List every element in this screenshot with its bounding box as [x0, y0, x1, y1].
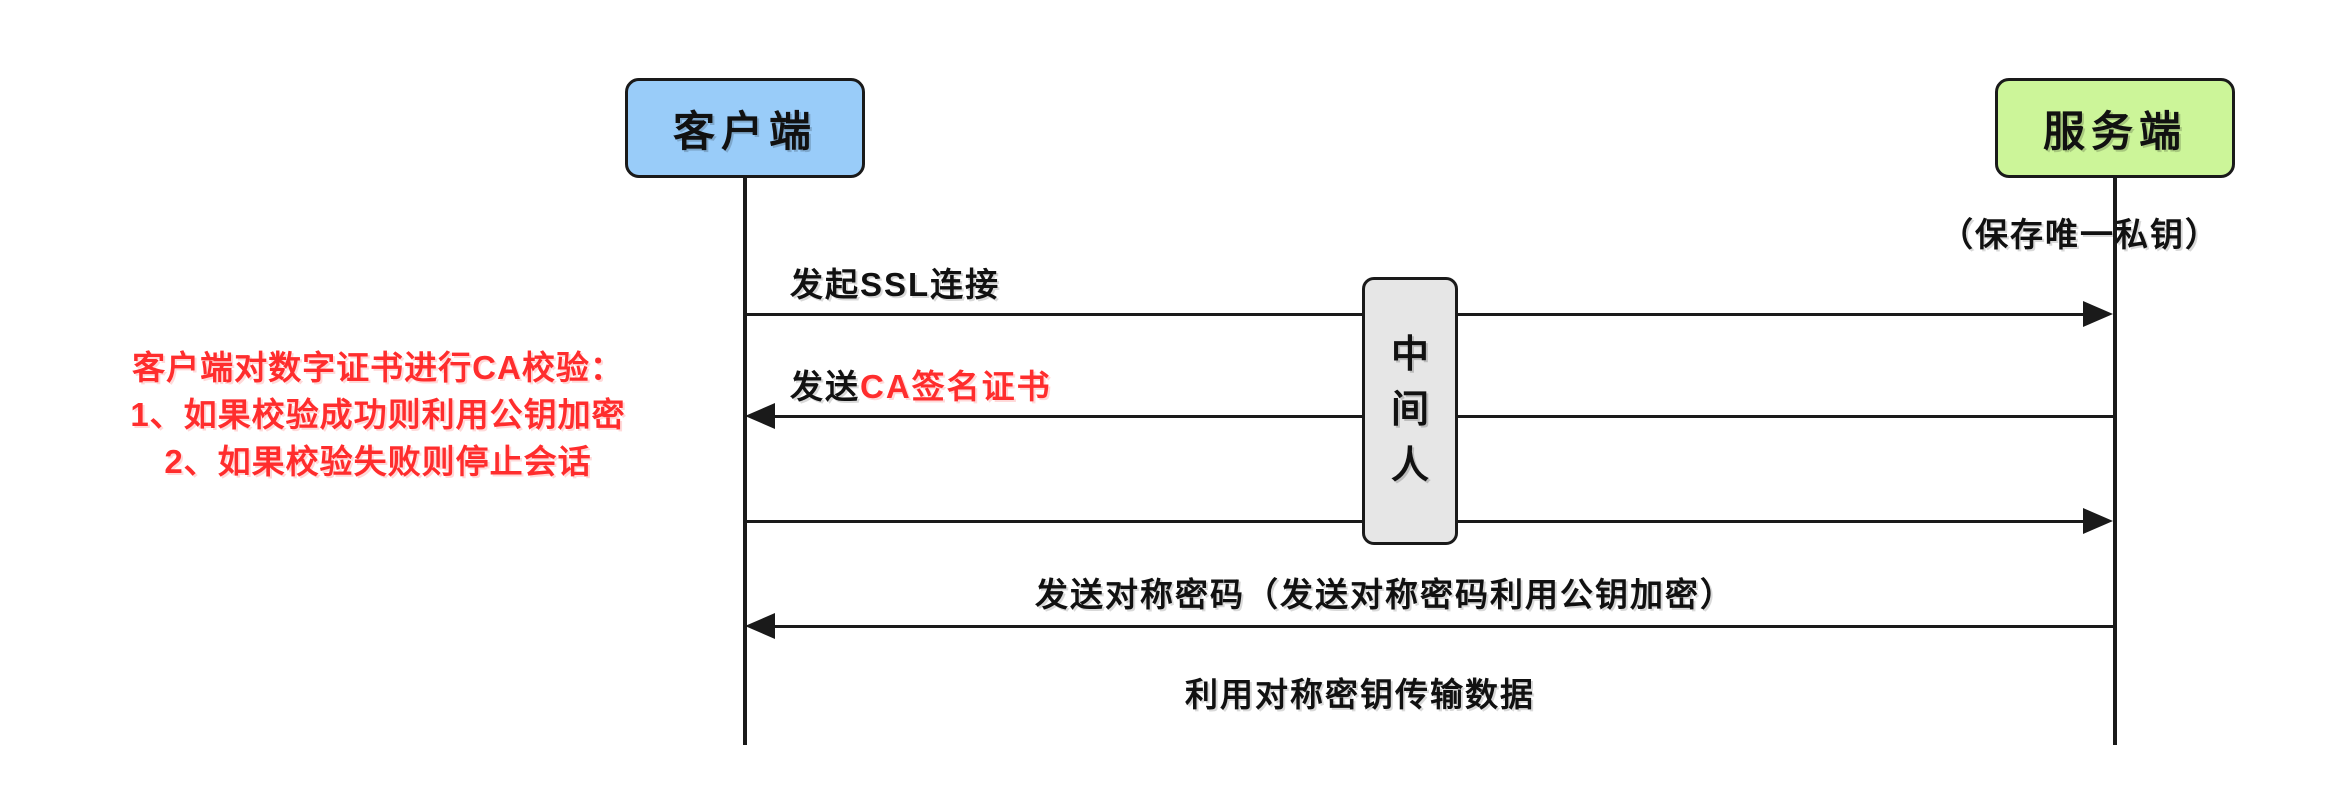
message-4-line [775, 625, 2115, 628]
message-2-label-black: 发送 [790, 368, 860, 405]
note-client-ca-validation: 客户端对数字证书进行CA校验： 1、如果校验成功则利用公钥加密 2、如果校验失败… [58, 345, 698, 486]
participant-client-box[interactable]: 客户端 [625, 78, 865, 178]
mitm-label-char-2: 间 [1390, 389, 1429, 432]
client-lifeline [743, 178, 747, 745]
message-1-label-text: 发起SSL连接 [790, 266, 1001, 303]
message-1-label: 发起SSL连接 [790, 258, 1000, 306]
message-4-arrowhead-left-icon [745, 613, 775, 639]
note-client-ca-validation-line-2: 1、如果校验成功则利用公钥加密 [130, 395, 626, 433]
message-2-label-red: CA签名证书 [860, 368, 1052, 405]
participant-server-label: 服务端 [2042, 107, 2187, 155]
message-1-arrowhead-right-icon [2083, 301, 2113, 327]
message-2-arrowhead-left-icon [745, 403, 775, 429]
message-4-label: 发送对称密码（发送对称密码利用公钥加密） [1035, 568, 1735, 616]
footer-label-text: 利用对称密钥传输数据 [1185, 676, 1535, 713]
message-3-arrowhead-right-icon [2083, 508, 2113, 534]
footer-label: 利用对称密钥传输数据 [1185, 668, 1535, 716]
participant-server-box[interactable]: 服务端 [1995, 78, 2235, 178]
message-4-label-text: 发送对称密码（发送对称密码利用公钥加密） [1035, 576, 1735, 613]
participant-mitm-box[interactable]: 中 间 人 [1362, 277, 1458, 545]
participant-client-label: 客户端 [672, 107, 817, 155]
note-client-ca-validation-line-1: 客户端对数字证书进行CA校验： [132, 349, 624, 386]
note-server-private-key: （保存唯一私钥） [1940, 216, 2220, 253]
message-2-label: 发送CA签名证书 [790, 360, 1052, 408]
mitm-label-char-3: 人 [1390, 444, 1429, 487]
server-lifeline [2113, 178, 2117, 745]
mitm-label-char-1: 中 [1390, 334, 1429, 377]
note-client-ca-validation-line-3: 2、如果校验失败则停止会话 [164, 442, 592, 480]
